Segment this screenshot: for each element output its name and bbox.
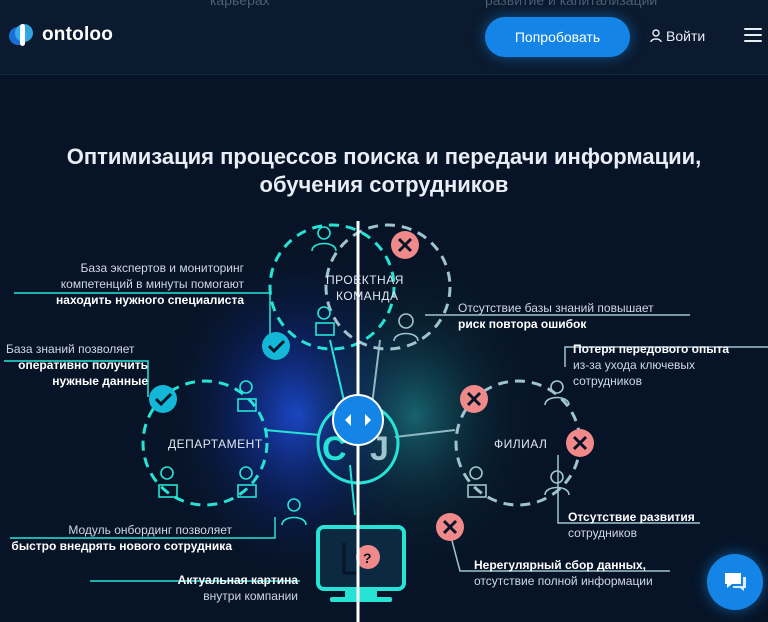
project-team-label-2: КОМАНДА: [336, 289, 399, 303]
diagram-graphic: C J ?: [4, 221, 768, 622]
login-label: Войти: [666, 28, 706, 44]
comparison-diagram: C J ?: [0, 215, 768, 622]
knowledge-label-bold: оперативно получить нужные данные: [18, 358, 148, 388]
branch-label: ФИЛИАЛ: [494, 437, 548, 451]
ghost-text-right: развитие и капитализации: [485, 0, 658, 8]
onboarding-label: Модуль онбординг позволяет быстро внедря…: [11, 523, 232, 553]
department-label: ДЕПАРТАМЕНТ: [168, 437, 263, 451]
no-kb-label: Отсутствие базы знаний повышает риск пов…: [458, 301, 654, 331]
user-icon: [650, 29, 662, 43]
try-button[interactable]: Попробовать: [485, 17, 630, 57]
compare-slider-icon: [332, 394, 384, 446]
site-header: карьерах развитие и капитализации ontolo…: [0, 0, 768, 75]
logo-icon: [9, 24, 33, 46]
logo[interactable]: ontoloo: [8, 22, 113, 48]
knowledge-label: База знаний позволяет: [6, 342, 135, 356]
chat-button[interactable]: [707, 554, 763, 610]
page-title: Оптимизация процессов поиска и передачи …: [0, 143, 768, 199]
title-line-1: Оптимизация процессов поиска и передачи …: [66, 144, 702, 169]
chat-icon: [725, 573, 746, 591]
project-team-label-1: ПРОЕКТНАЯ: [326, 273, 404, 287]
logo-text: ontoloo: [42, 24, 114, 45]
ghost-text-left: карьерах: [210, 0, 270, 8]
hamburger-icon[interactable]: [744, 28, 762, 44]
experts-label: База экспертов и мониторинг компетенций …: [56, 261, 244, 307]
loss-experience-label: Потеря передового опыта из-за ухода ключ…: [573, 342, 730, 388]
title-line-2: обучения сотрудников: [259, 172, 509, 197]
svg-text:?: ?: [363, 550, 372, 566]
irregular-data-label: Нерегулярный сбор данных, отсутствие пол…: [474, 558, 653, 588]
login-link[interactable]: Войти: [650, 28, 705, 44]
actual-picture-label: Актуальная картина внутри компании: [177, 573, 298, 603]
no-development-label: Отсутствие развития сотрудников: [568, 510, 695, 540]
